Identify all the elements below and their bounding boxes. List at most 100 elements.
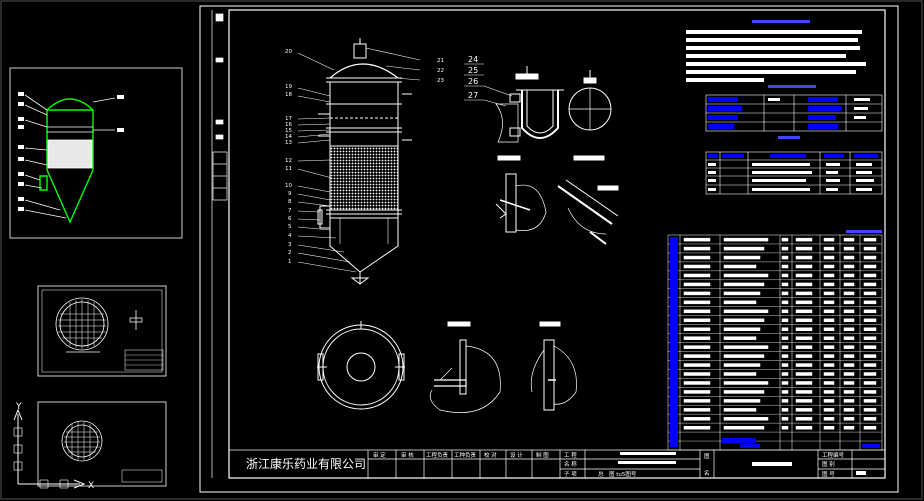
detail-no-24: 24 [468,55,478,64]
parts-list-cell-mark [863,273,877,278]
parts-list-cell-mark [795,417,813,421]
parts-list-cell-mark [781,264,789,269]
parts-list-cell-mark [683,291,711,296]
parts-list-cell-mark [781,336,789,340]
parts-list-cell-mark [723,318,765,323]
parts-list-cell-mark [781,363,789,367]
parts-list-cell-mark [781,381,789,385]
part-no-8: 8 [288,199,292,205]
parts-list-cell-mark [843,390,855,394]
thumbnail-grid-frame-1 [37,285,167,377]
parts-list-cell-mark [823,318,835,323]
parts-list-cell-mark [683,381,711,385]
parts-list-cell-mark [863,336,877,340]
parts-list-cell-mark [781,417,789,421]
parts-list-cell-mark [863,300,877,305]
part-no-12: 12 [285,158,292,164]
title-block [228,449,886,479]
parts-list-cell-mark [823,246,835,251]
parts-list-cell-mark [823,372,835,376]
parts-list-cell-mark [723,390,765,394]
vessel-leader-lines-left [297,47,421,273]
parts-list-cell-mark [863,390,877,394]
parts-list-cell-mark [795,336,813,340]
axis-label-x: X [88,481,94,491]
parts-list-cell-mark [843,264,855,269]
tb-header-5: 设 计 [510,451,523,459]
parts-list-cell-mark [863,246,877,251]
parts-list-cell-mark [863,255,877,260]
thumbnail-vessel-body [46,109,94,224]
parts-list-cell-mark [843,372,855,376]
thumbnail-vessel-packing [47,139,93,169]
parts-list-cell-mark [723,408,757,412]
parts-list-cell-mark [683,399,711,403]
parts-list-cell-mark [863,309,877,314]
main-vessel-elevation [317,38,412,285]
parts-list-cell-mark [723,426,765,430]
parts-list-cell-mark [823,291,835,296]
parts-list-cell-mark [863,381,877,385]
parts-list-table [667,230,883,451]
nozzle-table [705,136,883,195]
parts-list-cell-mark [781,318,789,323]
parts-list-cell-mark [683,300,711,305]
parts-list-cell-mark [781,390,789,394]
parts-list-cell-mark [781,399,789,403]
parts-list-cell-mark [823,408,835,412]
parts-list-cell-mark [723,273,769,278]
parts-list-cell-mark [795,354,813,358]
parts-list-cell-mark [683,237,711,242]
parts-list-cell-mark [843,309,855,314]
tb-header-6: 制 图 [536,451,549,459]
parts-list-cell-mark [781,327,789,331]
parts-list-cell-mark [781,300,789,305]
parts-list-cell-mark [795,345,813,349]
parts-list-cell-mark [781,372,789,376]
parts-list-cell-mark [863,408,877,412]
parts-list-cell-mark [795,264,813,269]
tb-project-label: 工 程 [564,451,577,459]
parts-list-cell-mark [795,390,813,394]
parts-list-cell-mark [795,408,813,412]
tb-header-0: 审 定 [373,451,386,459]
parts-list-cell-mark [781,309,789,314]
parts-list-cell-mark [683,354,711,358]
parts-list-cell-mark [781,246,789,251]
parts-list-cell-mark [823,363,835,367]
parts-list-cell-mark [795,291,813,296]
tb-sub-label: 子 项 [564,471,577,478]
detail-number-labels [464,63,513,107]
parts-list-cell-mark [795,381,813,385]
parts-list-cell-mark [723,345,769,349]
parts-list-cell-mark [723,255,761,260]
parts-list-cell-mark [863,354,877,358]
part-no-17: 17 [285,116,292,122]
parts-list-cell-mark [781,426,789,430]
part-no-21: 21 [437,58,444,64]
parts-list-cell-mark [683,273,711,278]
thumbnail-grid-plate-1 [37,285,167,377]
detail-weld-1 [495,155,547,233]
plan-view-ring [317,321,405,410]
tb-figure-label: 图 [704,452,710,460]
parts-list-cell-mark [723,309,769,314]
parts-list-cell-mark [843,381,855,385]
parts-list-cell-mark [723,417,769,421]
vessel-top-head [329,63,399,79]
parts-list-cell-mark [843,246,855,251]
parts-list-cell-mark [795,273,813,278]
parts-list-cell-mark [683,309,711,314]
axis-label-y: Y [15,402,22,412]
parts-list-cell-mark [723,399,761,403]
technical-requirements-block [686,20,866,82]
parts-list-cell-mark [723,363,761,367]
tb-right-label-2: 图 号 [822,470,835,478]
parts-list-cell-mark [823,417,835,421]
parts-list-cell-mark [843,408,855,412]
parts-list-cell-mark [863,345,877,349]
part-no-10: 10 [285,183,292,189]
parts-list-cell-mark [683,336,711,340]
parts-list-cell-mark [843,255,855,260]
